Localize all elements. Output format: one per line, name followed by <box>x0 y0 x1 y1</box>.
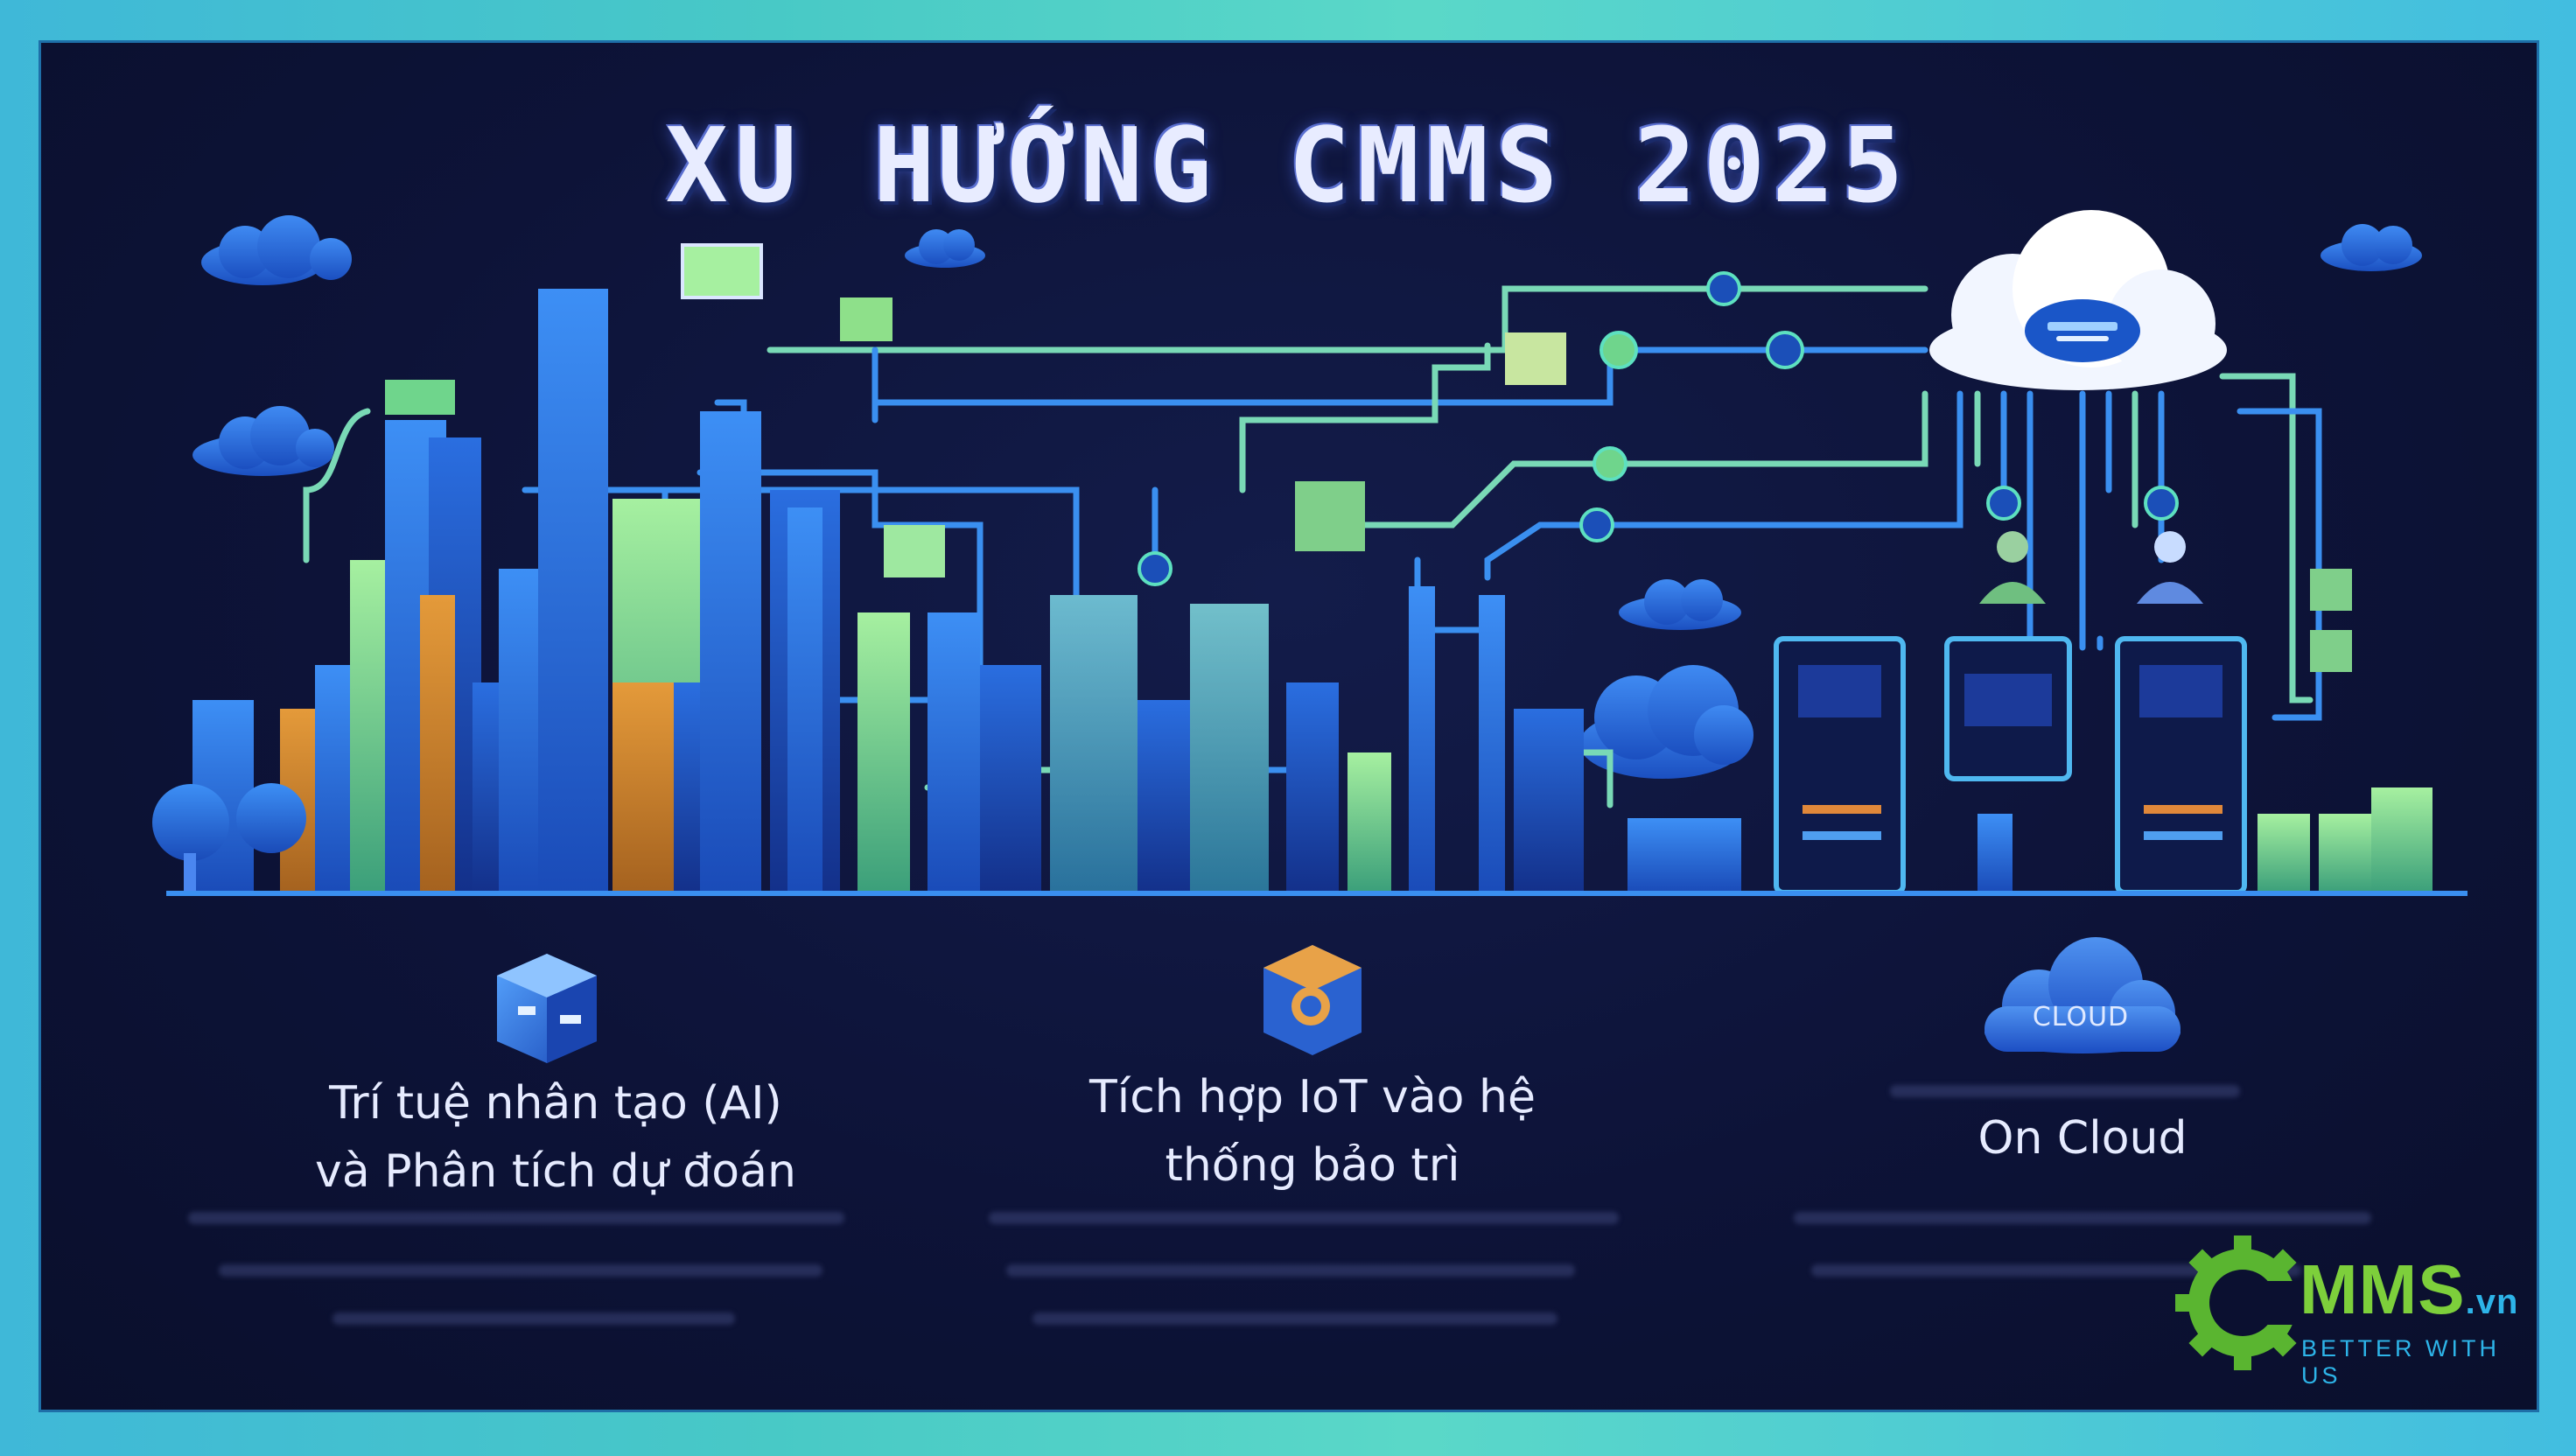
logo-main-text: MMS <box>2300 1250 2466 1328</box>
cloud-icon <box>1579 665 1754 779</box>
blurred-text <box>1794 1212 2371 1224</box>
gear-icon <box>2175 1236 2317 1370</box>
logo-suffix: .vn <box>2465 1283 2519 1321</box>
cloud-icon: CLOUD <box>1984 937 2180 1054</box>
city-buildings <box>152 289 2432 892</box>
page-title: XU HƯỚNG CMMS 2025 <box>665 105 1911 226</box>
feature-ai: Trí tuệ nhân tạo (AI) và Phân tích dự đo… <box>241 1069 871 1206</box>
ai-cube-icon <box>497 954 597 1063</box>
ground-line <box>166 891 2468 896</box>
feature-ai-line1: Trí tuệ nhân tạo (AI) <box>329 1077 782 1130</box>
circuit-nodes <box>1138 271 2179 586</box>
iot-modules <box>385 243 2352 672</box>
blurred-text <box>1032 1312 1558 1325</box>
blurred-text <box>219 1264 822 1277</box>
iot-cube-icon <box>1264 945 1362 1055</box>
feature-cloud: On Cloud <box>1820 1104 2345 1172</box>
cloud-icon <box>192 406 334 476</box>
logo-wordmark: MMS.vn <box>2300 1250 2518 1330</box>
cloud-server-icon <box>1929 210 2227 390</box>
feature-iot-line2: thống bảo trì <box>1165 1139 1460 1192</box>
blurred-text <box>188 1212 844 1224</box>
logo-tagline: BETTER WITH US <box>2301 1335 2500 1389</box>
feature-iot: Tích hợp IoT vào hệ thống bảo trì <box>989 1063 1636 1200</box>
blurred-text <box>989 1212 1619 1224</box>
cloud-badge-label: CLOUD <box>2033 1002 2129 1032</box>
cloud-icon <box>905 229 985 268</box>
feature-iot-line1: Tích hợp IoT vào hệ <box>1089 1071 1536 1124</box>
blurred-text <box>332 1312 735 1325</box>
feature-ai-line2: và Phân tích dự đoán <box>315 1145 796 1198</box>
blurred-text <box>1811 1264 2301 1277</box>
blurred-text <box>1006 1264 1575 1277</box>
feature-cloud-line1: On Cloud <box>1978 1112 2188 1165</box>
server-panels <box>1774 636 2247 895</box>
cmms-logo: MMS.vn BETTER WITH US <box>2168 1228 2536 1389</box>
cloud-icon <box>1619 579 1741 630</box>
cloud-icon <box>201 215 352 285</box>
cloud-icon <box>2320 224 2422 271</box>
blurred-text <box>1890 1085 2240 1097</box>
operator-icon <box>2137 531 2203 604</box>
operator-icon <box>1979 531 2046 604</box>
